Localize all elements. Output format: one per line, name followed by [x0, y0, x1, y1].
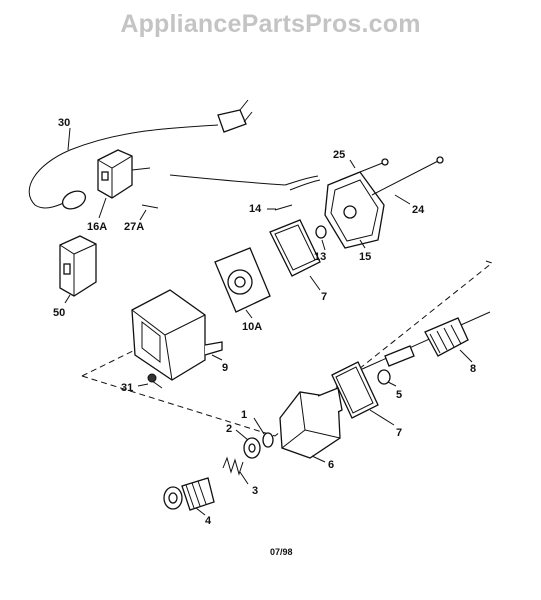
- washer-5: [377, 369, 391, 385]
- callout-10a: 10A: [242, 321, 262, 333]
- gasket-7-upper: [269, 219, 321, 277]
- screw-14: [274, 204, 293, 211]
- callout-9: 9: [222, 362, 228, 374]
- brush-plate-10a: [214, 247, 271, 313]
- power-cord: [28, 99, 286, 210]
- switch-16a: [97, 149, 151, 199]
- gear-case-6: [279, 387, 343, 459]
- callout-30: 30: [58, 117, 70, 129]
- spring-3: [222, 456, 244, 476]
- watermark-text: AppliancePartsPros.com: [120, 10, 421, 38]
- callout-2: 2: [226, 423, 232, 435]
- bolt-25: [339, 161, 386, 181]
- callout-25: 25: [333, 149, 345, 161]
- callout-16a: 16A: [87, 221, 107, 233]
- leader-lines: [64, 127, 473, 516]
- switch-50: [59, 235, 97, 297]
- bearing-2: [243, 437, 261, 459]
- armature-8: [359, 311, 491, 371]
- callout-4: 4: [205, 515, 212, 527]
- motor-housing-9: [131, 289, 223, 381]
- callout-7-upper: 7: [321, 291, 327, 303]
- retaining-ring-1: [262, 432, 274, 448]
- screw-27a: [141, 204, 159, 209]
- washer-13: [315, 225, 327, 239]
- wire-harness: [284, 175, 321, 191]
- callout-5: 5: [396, 389, 402, 401]
- callout-14: 14: [249, 203, 262, 215]
- callout-50: 50: [53, 307, 65, 319]
- callout-labels: 30 25 14 24 16A 27A 13 15 7 50 10A 8 9 3…: [53, 117, 476, 527]
- bolt-24: [371, 159, 441, 196]
- date-code: 07/98: [270, 547, 293, 557]
- callout-15: 15: [359, 251, 371, 263]
- callout-7-lower: 7: [396, 427, 402, 439]
- callout-6: 6: [328, 459, 334, 471]
- callout-31: 31: [121, 382, 133, 394]
- callout-1: 1: [241, 409, 247, 421]
- callout-27a: 27A: [124, 221, 144, 233]
- callout-3: 3: [252, 485, 258, 497]
- callout-13: 13: [314, 251, 326, 263]
- end-cap-15: [324, 171, 385, 249]
- pinion-4: [163, 477, 215, 511]
- gasket-7-lower: [331, 361, 379, 419]
- callout-8: 8: [470, 363, 476, 375]
- callout-24: 24: [412, 204, 425, 216]
